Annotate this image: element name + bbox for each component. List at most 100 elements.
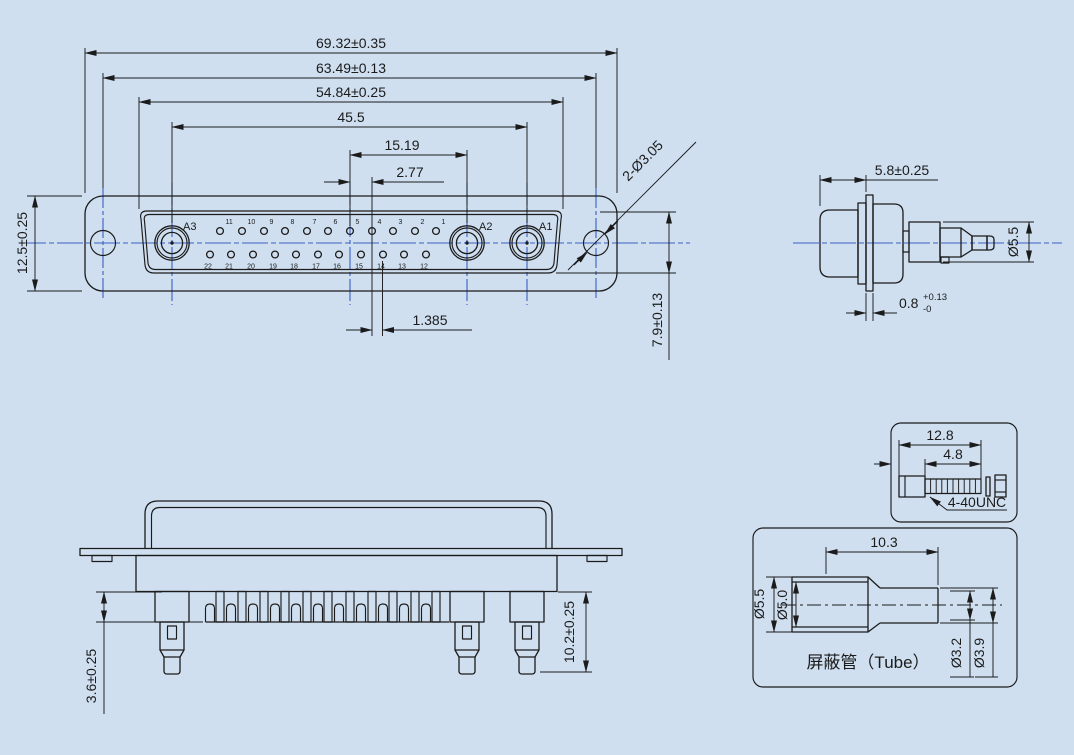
flange-tab-left — [91, 554, 113, 563]
d-flange-outer — [140, 210, 562, 274]
leader-mount-hole-diameter: 2-Ø3.05 — [567, 137, 697, 271]
pin-number: 16 — [333, 264, 341, 271]
pin-number: 21 — [225, 264, 233, 271]
dimension-tube-small-od: Ø3.9 — [940, 587, 998, 678]
dimension-tube-id: Ø5.0 — [774, 581, 799, 628]
pin-number: 9 — [270, 219, 274, 226]
pin-number: 20 — [247, 264, 255, 271]
contact-sleeve — [939, 227, 962, 258]
contact-body — [872, 203, 904, 284]
dimension-contact-diameter: Ø5.5 — [943, 221, 1034, 263]
pin-number: 10 — [248, 219, 256, 226]
dimension-screw-length: 12.8 — [898, 427, 982, 479]
tube-detail: 10.3 Ø5.5 Ø5.0 Ø3.2 Ø3.9 屏蔽管（Tube） — [751, 527, 1018, 688]
pin-row-bottom: 22 21 20 19 18 17 16 15 14 13 12 — [204, 250, 431, 271]
dimension-coax-span: 45.5 — [171, 109, 528, 223]
dimension-pitch: 2.77 — [324, 164, 444, 336]
thread-spec-label: 4-40UNC — [948, 494, 1006, 510]
insulator-body — [135, 554, 558, 593]
dimension-total-tail-length: 10.2±0.25 — [540, 591, 592, 673]
pin-number: 22 — [204, 264, 212, 271]
pin-number: 4 — [378, 219, 382, 226]
pin-number: 11 — [226, 219, 233, 226]
coax-contact-a1 — [509, 225, 545, 261]
pin-number: 12 — [420, 264, 428, 271]
screw-sleeve-part — [994, 474, 1007, 498]
contact-view: 5.8±0.25 Ø5.5 0.8 +0.13 -0 — [793, 162, 1062, 321]
pin-number: 15 — [355, 264, 363, 271]
flange-tab-right — [586, 554, 608, 563]
dim-label-coax-span: 45.5 — [337, 109, 364, 125]
hood-outer — [144, 500, 553, 549]
leader-thread-spec: 4-40UNC — [929, 494, 1007, 511]
coax-tail-a1 — [509, 590, 545, 675]
dimension-height: 12.5±0.25 — [14, 195, 82, 292]
hood-inner — [150, 506, 547, 549]
dim-label-contact-diameter: Ø5.5 — [1005, 227, 1021, 258]
coax-tail-a2 — [449, 590, 485, 675]
pin-number: 6 — [334, 219, 338, 226]
pin-number: 8 — [291, 219, 295, 226]
dim-label-total-tail: 10.2±0.25 — [561, 601, 577, 663]
tube-label: 屏蔽管（Tube） — [806, 653, 929, 672]
coax-contact-a2 — [449, 225, 485, 261]
dim-label-flange: 54.84±0.25 — [316, 84, 386, 100]
pin-number: 17 — [312, 264, 320, 271]
mounting-hole-right — [582, 229, 610, 257]
dimension-contact-depth: 5.8±0.25 — [819, 162, 938, 206]
pin-number: 5 — [356, 219, 360, 226]
coax-label-a2: A2 — [479, 221, 492, 233]
coax-tail-a3 — [154, 590, 190, 675]
pin-number: 3 — [399, 219, 403, 226]
dim-label-pin-to-coax: 15.19 — [384, 137, 419, 153]
dim-label-tube-small-id: Ø3.2 — [948, 638, 964, 669]
dim-label-tube-od: Ø5.5 — [751, 589, 767, 620]
dimension-row-offset: 1.385 — [346, 261, 472, 336]
side-view: 3.6±0.25 10.2±0.25 — [79, 500, 623, 714]
contact-cup — [819, 209, 859, 278]
dim-label-tube-small-od: Ø3.9 — [971, 638, 987, 669]
front-view: A3 A2 A1 11 10 9 8 7 6 5 4 3 2 1 — [14, 35, 697, 360]
d-flange-inner — [143, 213, 559, 271]
dimension-tail-length: 3.6±0.25 — [83, 591, 203, 714]
pin-row-top: 11 10 9 8 7 6 5 4 3 2 1 — [215, 219, 446, 236]
contact-sleeve-notch — [940, 256, 950, 264]
dimension-mount-hole-spacing: 63.49±0.13 — [102, 60, 597, 188]
contact-insulator — [908, 221, 941, 263]
coax-label-a1: A1 — [539, 221, 552, 233]
coax-contact-a3 — [154, 225, 190, 261]
dim-label-flange-tol-dn: -0 — [923, 304, 931, 315]
dim-label-thread-length: 4.8 — [943, 446, 963, 462]
dim-label-flange-height: 7.9±0.13 — [649, 293, 665, 348]
dim-label-height: 12.5±0.25 — [14, 212, 30, 274]
dim-label-tube-length: 10.3 — [870, 534, 897, 550]
dim-label-pitch: 2.77 — [396, 164, 423, 180]
dim-label-row-offset: 1.385 — [412, 312, 447, 328]
screw-head — [898, 475, 926, 498]
tube-detail-box — [752, 527, 1018, 688]
dim-label-contact-depth: 5.8±0.25 — [875, 162, 930, 178]
tube-body — [791, 576, 939, 633]
connector-shell-outline — [84, 195, 618, 292]
dim-label-screw-length: 12.8 — [926, 427, 953, 443]
mounting-hole-left — [89, 229, 117, 257]
pin-number: 18 — [290, 264, 298, 271]
dim-label-overall: 69.32±0.35 — [316, 35, 386, 51]
screw-thread — [924, 478, 982, 495]
pin-number: 7 — [313, 219, 317, 226]
screw-detail-box — [890, 422, 1018, 523]
dimension-tube-length: 10.3 — [825, 534, 939, 585]
dim-label-tail-length: 3.6±0.25 — [83, 649, 99, 704]
dimension-tube-small-id: Ø3.2 — [948, 590, 975, 678]
dimension-thread-length: 4.8 — [874, 446, 982, 479]
pin-tail-comb — [204, 590, 449, 623]
dimension-tube-od: Ø5.5 — [751, 576, 794, 633]
contact-pin-tip — [986, 235, 995, 251]
contact-body-tab — [902, 230, 910, 253]
pin-number: 2 — [421, 219, 425, 226]
dim-label-tube-id: Ø5.0 — [774, 590, 790, 621]
dim-label-mount-hole-dia: 2-Ø3.05 — [619, 137, 666, 184]
screw-pin-part — [985, 476, 991, 497]
